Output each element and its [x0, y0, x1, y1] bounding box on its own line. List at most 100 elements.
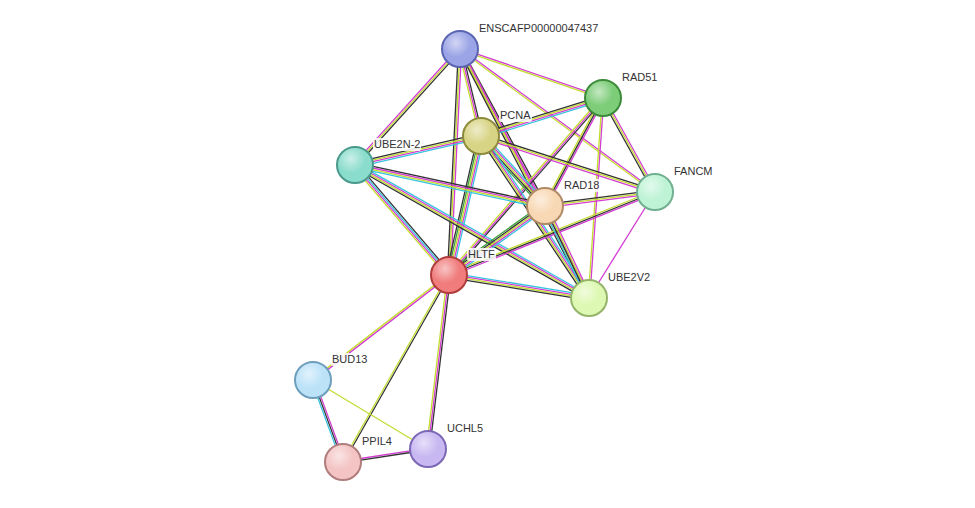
evidence-line — [318, 397, 336, 445]
evidence-line — [492, 151, 580, 283]
evidence-line — [373, 166, 528, 199]
protein-node: RAD51 — [584, 79, 622, 117]
node-label: UCHL5 — [446, 422, 484, 435]
evidence-line — [498, 104, 586, 131]
evidence-line — [369, 176, 572, 291]
evidence-line — [372, 170, 527, 203]
node-circle — [430, 256, 468, 294]
node-label: PPIL4 — [361, 435, 393, 448]
protein-node: BUD13 — [294, 361, 332, 399]
protein-node: PCNA — [462, 117, 500, 155]
interaction-edge — [462, 214, 533, 267]
evidence-line — [368, 63, 449, 152]
evidence-line — [563, 193, 637, 202]
evidence-line — [366, 61, 447, 150]
evidence-line — [464, 217, 531, 265]
protein-node: PPIL4 — [324, 443, 362, 481]
interaction-edge — [366, 61, 449, 152]
evidence-line — [432, 293, 449, 431]
evidence-line — [553, 222, 581, 282]
evidence-line — [372, 138, 463, 159]
evidence-line — [456, 154, 480, 258]
evidence-line — [451, 153, 475, 257]
interaction-edge — [361, 451, 411, 460]
interaction-edge — [328, 389, 412, 439]
evidence-line — [467, 277, 571, 294]
interaction-edge — [448, 67, 460, 257]
node-circle — [324, 443, 362, 481]
interaction-edge — [351, 290, 441, 446]
evidence-line — [361, 451, 410, 459]
evidence-line — [462, 214, 529, 262]
node-circle — [409, 430, 447, 468]
interaction-edge — [372, 138, 464, 164]
evidence-line — [365, 180, 436, 263]
node-label: UBE2N-2 — [373, 138, 421, 151]
evidence-line — [319, 397, 337, 445]
evidence-line — [430, 293, 447, 431]
evidence-line — [321, 396, 339, 444]
evidence-line — [493, 150, 581, 282]
interaction-edge — [610, 113, 647, 177]
node-circle — [462, 117, 500, 155]
node-label: ENSCAFP00000047437 — [478, 22, 599, 35]
node-label: FANCM — [673, 165, 714, 178]
protein-node: RAD18 — [526, 187, 564, 225]
evidence-line — [610, 115, 645, 177]
node-circle — [336, 146, 374, 184]
evidence-line — [498, 103, 586, 130]
evidence-line — [466, 280, 570, 297]
evidence-line — [465, 218, 532, 266]
evidence-line — [455, 154, 479, 258]
evidence-line — [373, 168, 528, 201]
evidence-line — [353, 291, 441, 447]
interaction-edge — [477, 54, 586, 93]
protein-node: FANCM — [636, 173, 674, 211]
node-label: UBE2V2 — [607, 271, 651, 284]
protein-node: UCHL5 — [409, 430, 447, 468]
evidence-line — [463, 215, 530, 263]
interaction-edge — [450, 153, 480, 258]
evidence-line — [555, 221, 583, 281]
evidence-line — [372, 172, 575, 287]
evidence-line — [497, 101, 585, 128]
evidence-line — [613, 113, 648, 175]
interaction-edge — [318, 396, 339, 445]
protein-node: UBE2V2 — [570, 279, 608, 317]
node-circle — [636, 173, 674, 211]
protein-node: UBE2N-2 — [336, 146, 374, 184]
evidence-line — [552, 223, 580, 283]
evidence-line — [465, 219, 532, 267]
interaction-edge — [369, 172, 574, 291]
evidence-line — [551, 223, 579, 283]
node-circle — [441, 30, 479, 68]
node-label: RAD51 — [621, 71, 658, 84]
node-label: RAD18 — [563, 179, 600, 192]
protein-node: HLTF — [430, 256, 468, 294]
evidence-line — [361, 453, 410, 461]
evidence-line — [450, 153, 474, 257]
evidence-line — [351, 290, 439, 446]
interaction-edge — [551, 221, 584, 283]
evidence-line — [467, 276, 571, 293]
node-circle — [526, 187, 564, 225]
evidence-line — [371, 173, 574, 288]
node-label: PCNA — [499, 109, 532, 122]
evidence-line — [370, 175, 573, 290]
evidence-line — [328, 389, 412, 439]
protein-node: ENSCAFP00000047437 — [441, 30, 479, 68]
evidence-line — [612, 114, 647, 177]
node-label: HLTF — [467, 248, 496, 261]
evidence-line — [372, 171, 527, 204]
node-circle — [570, 279, 608, 317]
interaction-edge — [466, 276, 571, 298]
node-label: BUD13 — [331, 353, 368, 366]
interaction-edge — [429, 293, 449, 432]
evidence-line — [367, 62, 448, 151]
evidence-line — [429, 293, 446, 431]
interaction-edge — [365, 177, 439, 263]
evidence-line — [467, 279, 571, 296]
node-circle — [584, 79, 622, 117]
evidence-line — [453, 154, 477, 258]
node-circle — [294, 361, 332, 399]
